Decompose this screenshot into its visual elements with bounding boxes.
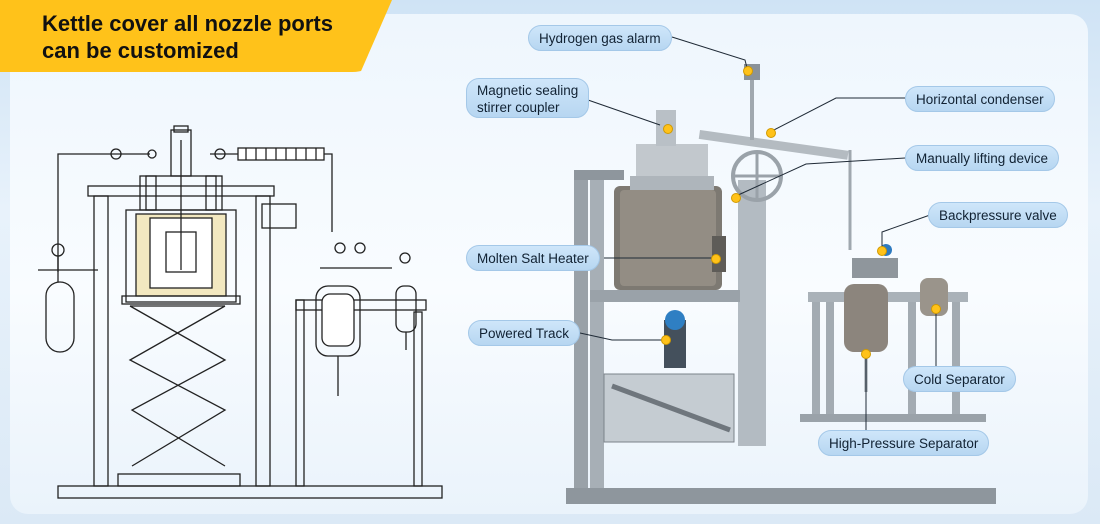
callout-manually-lifting-device: Manually lifting device — [905, 145, 1060, 171]
marker-dot-lifting — [731, 193, 741, 203]
marker-dot-heater — [711, 254, 721, 264]
headline-banner — [0, 0, 392, 72]
marker-dot-backpressure — [877, 246, 887, 256]
callout-horizontal-condenser: Horizontal condenser — [905, 86, 1055, 112]
callout-molten-salt-heater: Molten Salt Heater — [466, 245, 600, 271]
headline-line-2: can be customized — [42, 38, 239, 63]
callout-magnetic-line-2: stirrer coupler — [477, 100, 560, 115]
marker-dot-condenser — [766, 128, 776, 138]
callout-powered-track: Powered Track — [468, 320, 581, 346]
callout-magnetic-sealing-stirrer-coupler: Magnetic sealing stirrer coupler — [466, 78, 590, 118]
headline-text: Kettle cover all nozzle ports can be cus… — [42, 10, 362, 64]
callout-hydrogen-gas-alarm: Hydrogen gas alarm — [528, 25, 672, 51]
marker-dot-high-pressure — [861, 349, 871, 359]
marker-dot-magnetic — [663, 124, 673, 134]
callout-magnetic-line-1: Magnetic sealing — [477, 83, 579, 98]
callout-backpressure-valve: Backpressure valve — [928, 202, 1068, 228]
schematic-drawing — [38, 125, 443, 499]
headline-line-1: Kettle cover all nozzle ports — [42, 11, 333, 36]
callout-cold-separator: Cold Separator — [903, 366, 1016, 392]
marker-dot-cold — [931, 304, 941, 314]
marker-dot-track — [661, 335, 671, 345]
marker-dot-hydrogen — [743, 66, 753, 76]
callout-high-pressure-separator: High-Pressure Separator — [818, 430, 990, 456]
